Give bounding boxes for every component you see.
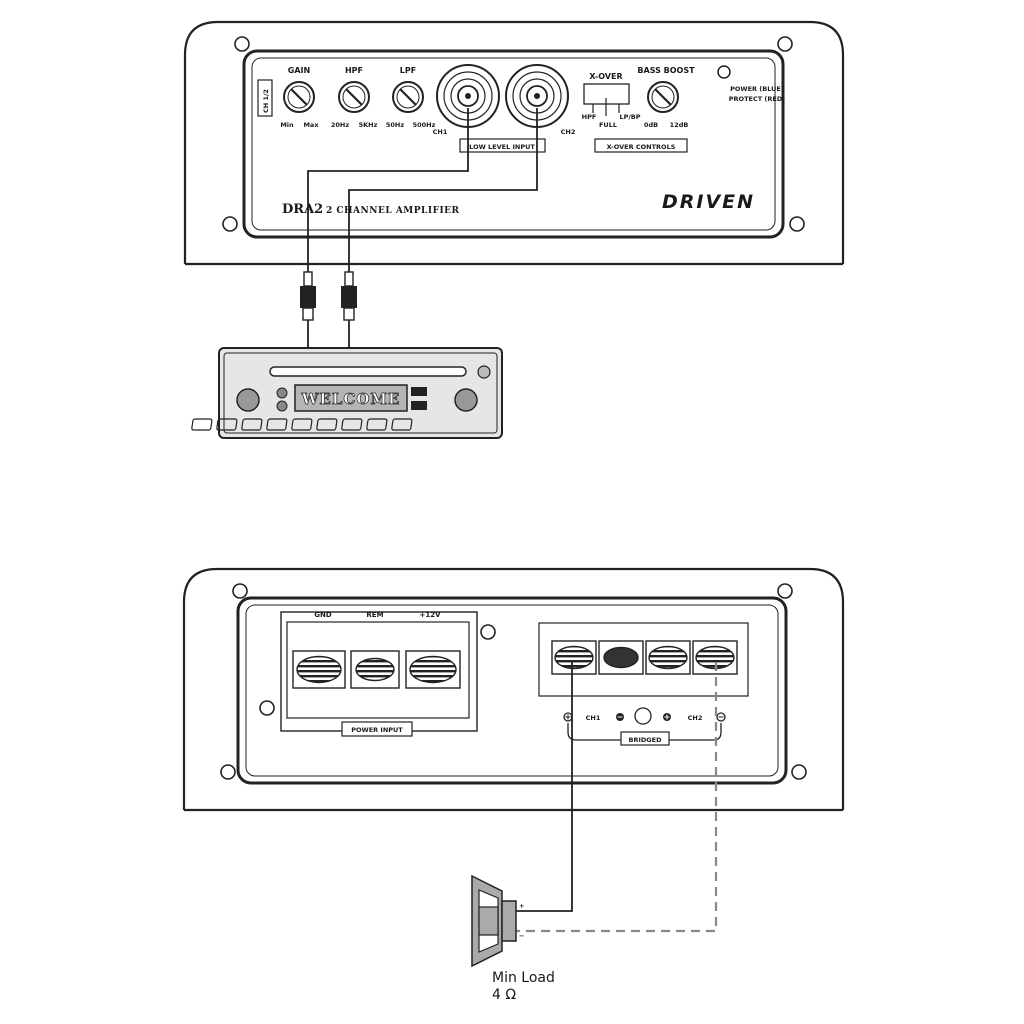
status-led-icon	[717, 65, 731, 79]
preset-button[interactable]	[266, 418, 288, 431]
screw	[220, 764, 236, 780]
display-text: WELCOME	[301, 390, 401, 408]
xover-title: X-OVER	[589, 72, 622, 81]
speaker-wires	[516, 662, 718, 933]
positive-speaker-wire	[516, 662, 573, 912]
head-unit: WELCOME	[191, 347, 503, 439]
bridged-label: BRIDGED	[629, 736, 663, 744]
screw	[480, 624, 496, 640]
screw	[222, 216, 238, 232]
xover-switch[interactable]: X-OVER HPF FULL LP/BP	[582, 72, 641, 129]
lpf-max-label: 500Hz	[413, 121, 436, 129]
ch1-positive-terminal[interactable]	[551, 640, 597, 675]
preset-button[interactable]	[291, 418, 313, 431]
xover-full-label: FULL	[599, 121, 617, 129]
right-knob[interactable]	[454, 388, 478, 412]
preset-button[interactable]	[316, 418, 338, 431]
protect-led-label: PROTECT (RED)	[729, 95, 785, 103]
min-load-value: 4 Ω	[492, 987, 516, 1003]
cd-slot[interactable]	[269, 366, 467, 377]
negative-speaker-wire	[516, 662, 718, 933]
screw	[777, 36, 793, 52]
lpf-knob[interactable]: LPF 50Hz 500Hz	[386, 66, 436, 129]
gnd-terminal[interactable]	[292, 650, 346, 689]
hpf-max-label: 5KHz	[359, 121, 378, 129]
ch1-input-label: CH1	[433, 128, 448, 136]
bass-boost-min-label: 0dB	[644, 121, 658, 129]
model-description: 2 CHANNEL AMPLIFIER	[326, 206, 460, 216]
ch1-output-label: CH1	[586, 714, 601, 722]
head-unit-display	[294, 384, 408, 412]
rem-terminal[interactable]	[350, 650, 400, 689]
power-input-label: POWER INPUT	[351, 726, 403, 734]
speaker-icon: + −	[471, 874, 524, 968]
bass-boost-max-label: 12dB	[670, 121, 689, 129]
display-button[interactable]	[411, 401, 427, 410]
display-button[interactable]	[411, 387, 427, 396]
ch2-output-label: CH2	[688, 714, 703, 722]
bottom-amplifier: GND REM +12V POWER INPUT	[182, 567, 845, 812]
min-load-label: Min Load	[492, 970, 555, 986]
preset-buttons	[191, 418, 413, 431]
top-amplifier: CH 1/2 GAIN Min Max HPF 20Hz 5KHz LPF 50…	[183, 20, 845, 266]
rca-cables	[300, 108, 538, 348]
power-led-label: POWER (BLUE)	[730, 85, 784, 93]
mode-button[interactable]	[276, 387, 288, 399]
gain-min-label: Min	[280, 121, 294, 129]
speaker-minus-label: −	[519, 932, 524, 940]
xover-lpbp-label: LP/BP	[620, 113, 641, 121]
minus-marker-icon	[716, 712, 726, 722]
speaker-output-block: CH1 CH2 BRIDGED	[538, 622, 749, 746]
hpf-min-label: 20Hz	[331, 121, 349, 129]
low-level-input-label: LOW LEVEL INPUT	[469, 143, 535, 151]
hpf-knob[interactable]: HPF 20Hz 5KHz	[331, 66, 378, 129]
left-knob[interactable]	[236, 388, 260, 412]
xover-controls-label: X-OVER CONTROLS	[607, 143, 676, 151]
brand-logo: DRIVEN	[662, 191, 755, 213]
power-input-block: GND REM +12V POWER INPUT	[280, 611, 478, 737]
mount-hole-icon	[634, 707, 652, 725]
xover-hpf-label: HPF	[582, 113, 597, 121]
screw	[232, 583, 248, 599]
v12-terminal[interactable]	[405, 650, 461, 689]
gain-max-label: Max	[303, 121, 319, 129]
bass-boost-label: BASS BOOST	[637, 66, 695, 75]
preset-button[interactable]	[366, 418, 388, 431]
gain-knob[interactable]: GAIN Min Max	[280, 66, 319, 129]
bass-boost-knob[interactable]: BASS BOOST 0dB 12dB	[637, 66, 695, 129]
v12-label: +12V	[419, 611, 441, 619]
screw	[777, 583, 793, 599]
gain-label: GAIN	[288, 66, 310, 75]
preset-button[interactable]	[391, 418, 413, 431]
rca-input-ch1[interactable]: CH1	[433, 64, 500, 136]
preset-button[interactable]	[241, 418, 263, 431]
mode-button[interactable]	[276, 400, 288, 412]
preset-button[interactable]	[191, 418, 213, 431]
hpf-label: HPF	[345, 66, 363, 75]
model-name: DRA2	[282, 202, 323, 217]
screw	[791, 764, 807, 780]
ch2-positive-terminal[interactable]	[645, 640, 691, 675]
ch1-negative-terminal[interactable]	[598, 640, 644, 675]
rem-label: REM	[366, 611, 383, 619]
lpf-label: LPF	[400, 66, 416, 75]
gnd-label: GND	[314, 611, 332, 619]
speaker-plus-label: +	[519, 902, 524, 910]
screw	[234, 36, 250, 52]
preset-button[interactable]	[216, 418, 238, 431]
channel-label: CH 1/2	[262, 89, 270, 113]
rca-input-ch2[interactable]: CH2	[505, 64, 576, 136]
eject-button[interactable]	[477, 365, 491, 379]
ch2-input-label: CH2	[561, 128, 576, 136]
screw	[259, 700, 275, 716]
screw	[789, 216, 805, 232]
lpf-min-label: 50Hz	[386, 121, 404, 129]
preset-button[interactable]	[341, 418, 363, 431]
